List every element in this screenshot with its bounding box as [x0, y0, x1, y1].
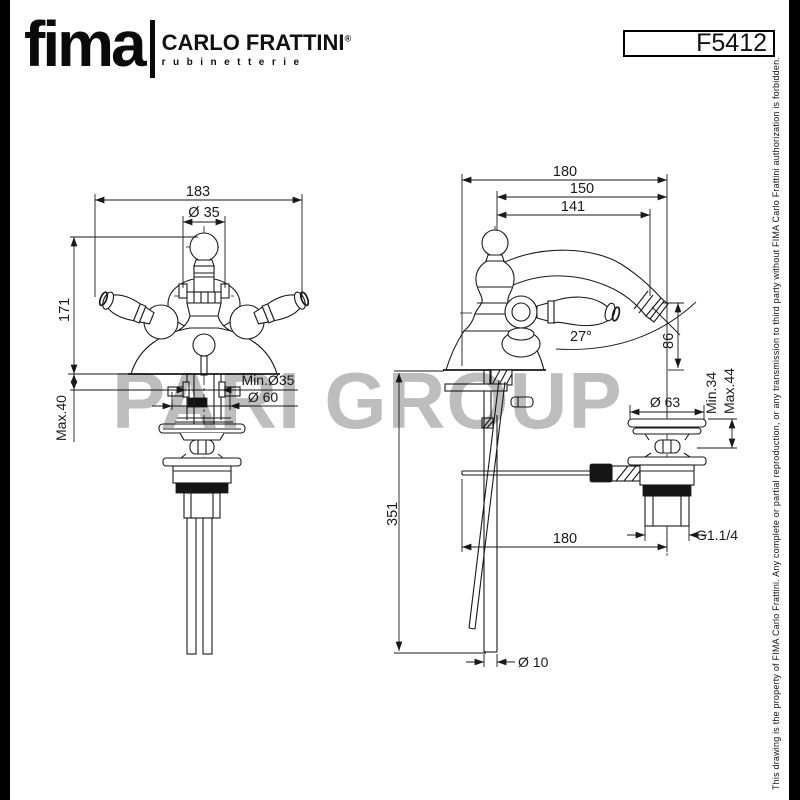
side-drain-assembly [627, 418, 707, 527]
brand-logo: fima CARLO FRATTINI® rubinetterie [24, 8, 352, 80]
registered-mark: ® [344, 34, 352, 44]
dim-deck-max-44: Max.44 [721, 368, 737, 414]
dim-depth-180: 180 [553, 164, 577, 180]
brand-name-text: CARLO FRATTINI [161, 30, 345, 56]
dim-reach-150: 150 [570, 181, 594, 197]
dim-drain-thread: G1.1/4 [696, 527, 738, 543]
product-code: F5412 [696, 29, 767, 57]
legal-notice: This drawing is the property of FIMA Car… [771, 56, 781, 790]
front-left-handle [98, 291, 155, 325]
dim-deck-min-34: Min.34 [703, 372, 719, 414]
side-knob [481, 229, 509, 257]
dim-height-351: 351 [385, 502, 401, 526]
dim-pipe-diameter-10: Ø 10 [518, 654, 549, 670]
logo-divider [149, 20, 155, 78]
front-drain-assembly [158, 423, 246, 655]
dim-min-hole: Min.Ø35 [242, 372, 295, 388]
side-view-drawing: 180 150 141 27° 86 Ø 63 Min.34 Max.44 [385, 164, 738, 670]
front-view-drawing: 183 Ø 35 171 Max.40 Min.Ø35 Ø 60 [53, 184, 310, 655]
side-rod-connector [589, 463, 613, 483]
dim-drain-flange-63: Ø 63 [650, 394, 681, 410]
dim-height-171: 171 [57, 298, 73, 322]
brand-text-block: CARLO FRATTINI® rubinetterie [161, 29, 352, 69]
logo-fima-text: fima [24, 8, 147, 80]
side-escutcheon [504, 295, 538, 329]
dim-angle-27: 27° [570, 329, 592, 345]
product-code-box: F5412 [623, 30, 775, 57]
right-border-bar [789, 0, 800, 800]
dim-reach-141: 141 [561, 199, 585, 215]
side-handle-lever [553, 296, 613, 327]
dim-height-86: 86 [661, 333, 677, 349]
dim-drain-offset-180: 180 [553, 531, 577, 547]
dim-width-183: 183 [186, 184, 210, 200]
angle-arc [555, 301, 697, 350]
brand-tagline: rubinetterie [161, 57, 307, 69]
dim-escutcheon-diameter: Ø 60 [248, 389, 279, 405]
brand-name: CARLO FRATTINI® [162, 30, 352, 55]
front-supply-pipe-left [186, 517, 197, 655]
front-right-handle [253, 291, 310, 325]
front-supply-pipe-right [202, 517, 213, 655]
front-rod-clamp [187, 397, 208, 408]
side-clamp-plate [444, 383, 508, 392]
dim-knob-diameter: Ø 35 [188, 205, 219, 221]
left-border-bar [0, 0, 10, 800]
dim-deck-max-40: Max.40 [53, 395, 69, 441]
front-popup-knob [192, 333, 216, 357]
